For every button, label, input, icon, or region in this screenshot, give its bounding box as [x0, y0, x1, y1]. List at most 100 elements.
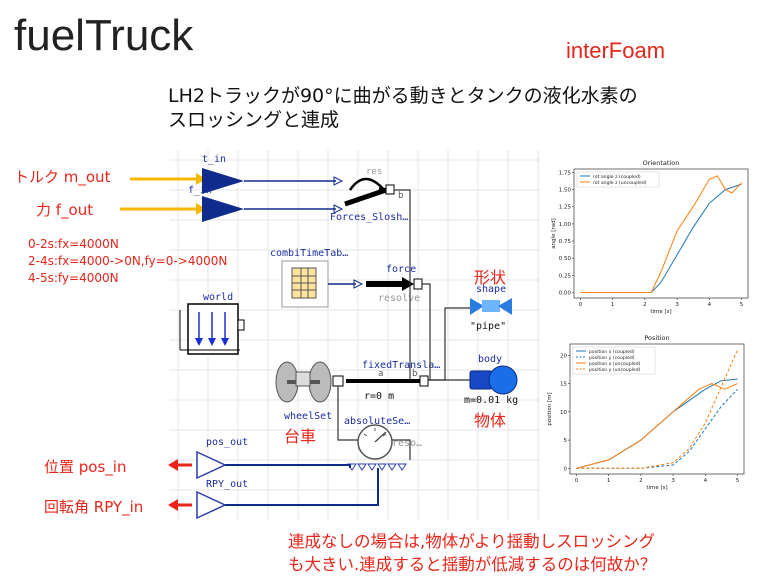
chart0-ytick-label-3: 0.75: [559, 239, 572, 245]
force-label: force: [386, 264, 416, 275]
chart0-xtick-label-5: 5: [740, 302, 744, 308]
f-in-block[interactable]: [202, 196, 244, 222]
t-in-block[interactable]: [202, 168, 244, 194]
forces-slosh-block[interactable]: [344, 177, 395, 207]
body-jp-label: 物体: [474, 411, 507, 430]
shape-label: shape: [476, 284, 506, 295]
chart1-xtick-label-5: 5: [736, 478, 740, 484]
subtitle: LH2トラックが90°に曲がる動きとタンクの液化水素の スロッシングと連成: [168, 84, 768, 132]
chart0-xtick-label-4: 4: [708, 302, 712, 308]
chart1-legend-label-1: position y (coupled): [589, 355, 635, 361]
rotation-output-arrow: [168, 499, 192, 511]
chart1-ytick-label-1: 5: [564, 438, 568, 444]
rpy-out-label: RPY_out: [206, 479, 248, 490]
orientation-chart: Orientation 0 1 2 3 4 5 0.00 0.25 0.50 0.75 1.00 1.2…: [551, 159, 749, 314]
chart0-ytick-label-4: 1.00: [559, 222, 572, 228]
chart1-xtick-label-3: 3: [671, 478, 675, 484]
chart0-xlabel: time [s]: [650, 309, 671, 314]
chart1-legend-box: [572, 346, 656, 375]
resolve-label: resolve: [378, 293, 420, 304]
chart1-xlabel: time [s]: [646, 485, 667, 491]
chart1-ytick-label-4: 20: [560, 353, 567, 359]
chart1-series-2: [576, 383, 738, 469]
chart1-legend-label-3: position y (uncoupled): [589, 367, 641, 373]
fixed-r-param: r=0 m: [364, 391, 394, 402]
forces-res-label: res: [366, 167, 382, 177]
chart0-ytick-label-0: 0.00: [559, 291, 572, 297]
torque-arrow: [130, 173, 206, 185]
body-mass-param: m=0.01 kg: [464, 395, 518, 406]
chart1-ylabel: position [m]: [547, 392, 553, 425]
chart1-legend-label-2: position x (uncoupled): [589, 361, 641, 367]
chart0-ytick-label-2: 0.50: [559, 256, 572, 262]
chart1-xtick-label-2: 2: [639, 478, 643, 484]
body-block[interactable]: [469, 365, 518, 395]
chart0-xtick-label-3: 3: [675, 302, 679, 308]
force-arrow: [120, 203, 206, 215]
f-in-label: f_in: [188, 185, 212, 196]
rotation-output-label: 回転角 RPY_in: [44, 498, 144, 516]
chart0-ylabel: angle [rad]: [551, 218, 557, 248]
chart1-legend-label-0: position x (coupled): [589, 349, 635, 355]
fixed-translation-label: fixedTransla…: [362, 360, 440, 371]
world-block[interactable]: [179, 303, 245, 355]
fixed-port-a: a: [378, 369, 383, 379]
force-block[interactable]: [366, 277, 423, 291]
position-output-label: 位置 pos_in: [44, 458, 127, 476]
chart0-ytick-label-5: 1.25: [559, 205, 572, 211]
rpy-out-block[interactable]: [196, 490, 227, 520]
chart0-xtick-label-1: 1: [611, 302, 615, 308]
chart0-legend-label-0: rot angle z (coupled): [593, 174, 641, 180]
chart1-xtick-label-4: 4: [704, 478, 708, 484]
force-input-label: 力 f_out: [36, 201, 94, 219]
chart0-legend-label-1: rot angle z (uncoupled): [593, 180, 647, 186]
chart0-title: Orientation: [643, 159, 680, 167]
chart1-xtick-label-1: 1: [607, 478, 611, 484]
pos-out-block[interactable]: [196, 450, 227, 480]
schedule-line-1: 0-2s:fx=4000N: [28, 237, 119, 251]
chart0-plot-frame: [573, 168, 749, 299]
chart1-xtick-label-0: 0: [575, 478, 579, 484]
fixed-port-b: b: [412, 369, 417, 379]
chart1-title: Position: [644, 334, 669, 342]
t-in-label: t_in: [202, 154, 226, 165]
chart0-ytick-label-7: 1.75: [559, 170, 572, 176]
bottom-note-line-2: も大きい.連成すると揺動が低減するのは何故か？: [288, 555, 657, 574]
page-title: fuelTruck: [14, 11, 194, 60]
schedule-line-2: 2-4s:fx=4000->0N,fy=0->4000N: [28, 254, 228, 268]
fixed-translation-block[interactable]: [346, 375, 429, 387]
absolute-reso-label: reso…: [392, 438, 422, 449]
forces-slosh-label: Forces_Slosh…: [330, 212, 408, 223]
chart0-xtick-label-2: 2: [643, 302, 647, 308]
chart1-ytick-label-3: 15: [560, 382, 567, 388]
position-output-arrow: [168, 459, 192, 471]
wheelset-block[interactable]: [275, 361, 344, 403]
chart0-series-0: [580, 183, 742, 293]
bottom-note: 連成なしの場合は,物体がより揺動しスロッシング も大きい.連成すると揺動が低減す…: [288, 530, 768, 576]
chart0-series-1: [580, 175, 742, 293]
combi-time-table[interactable]: [281, 260, 329, 308]
bottom-note-line-1: 連成なしの場合は,物体がより揺動しスロッシング: [288, 532, 656, 551]
subtitle-line-1: LH2トラックが90°に曲がる動きとタンクの液化水素の: [168, 85, 638, 107]
world-label: world: [203, 292, 233, 303]
combi-label: combiTimeTab…: [270, 248, 348, 259]
body-label: body: [478, 354, 502, 365]
torque-input-label: トルク m_out: [14, 168, 111, 186]
chart0-ytick-label-6: 1.50: [559, 188, 572, 194]
chart1-series-1: [576, 388, 738, 469]
forces-port-b: b: [398, 191, 403, 201]
chart0-ytick-label-1: 0.25: [559, 273, 572, 279]
chart0-xtick-label-0: 0: [579, 302, 583, 308]
subtitle-line-2: スロッシングと連成: [168, 109, 340, 131]
chart0-legend-box: [576, 171, 660, 188]
shape-jp-label: 形状: [474, 268, 507, 287]
pos-out-label: pos_out: [206, 437, 248, 448]
cart-jp-label: 台車: [284, 427, 317, 446]
absolute-sensor-block[interactable]: [347, 424, 407, 471]
shape-block[interactable]: [470, 298, 512, 315]
chart1-ytick-label-0: 0: [564, 466, 568, 472]
wheelset-label: wheelSet: [284, 411, 332, 422]
modelica-diagram: t_in f_in res b Forces_Slosh… combiTimeT…: [120, 150, 540, 520]
force-schedule: 0-2s:fx=4000N 2-4s:fx=4000->0N,fy=0->400…: [28, 236, 227, 287]
